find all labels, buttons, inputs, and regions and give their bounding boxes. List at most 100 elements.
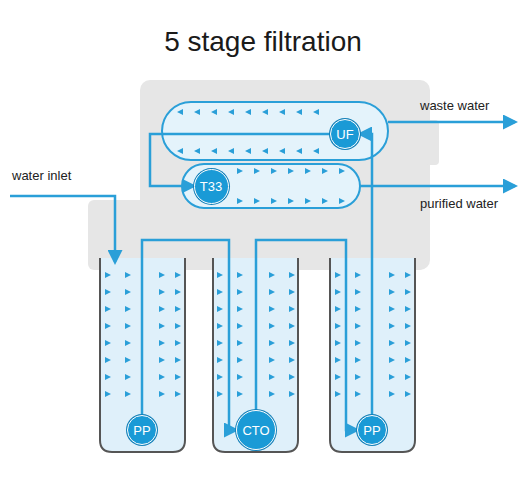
flow-arrow	[322, 198, 328, 204]
stage-badge: PP	[357, 415, 387, 445]
flow-arrow	[389, 289, 395, 295]
flow-arrow	[194, 109, 200, 115]
flow-arrow	[322, 168, 328, 174]
flow-arrow	[159, 391, 165, 397]
flow-arrow	[125, 272, 131, 278]
flow-arrow	[355, 357, 361, 363]
flow-arrow	[105, 306, 111, 312]
flow-arrow	[175, 357, 181, 363]
flow-arrow	[269, 272, 275, 278]
flow-arrow	[217, 340, 223, 346]
flow-arrow	[125, 289, 131, 295]
flow-arrow	[355, 272, 361, 278]
flow-arrow	[217, 323, 223, 329]
flow-arrow	[355, 374, 361, 380]
flow-arrow	[217, 272, 223, 278]
flow-arrow	[335, 306, 341, 312]
flow-arrow	[254, 198, 260, 204]
flow-arrow	[175, 289, 181, 295]
flow-arrow	[125, 374, 131, 380]
flow-arrow	[245, 109, 251, 115]
outlet-pipe	[360, 185, 515, 188]
flow-arrow	[228, 148, 234, 154]
flow-arrow	[177, 148, 183, 154]
flow-arrow	[237, 306, 243, 312]
stage-badge: CTO	[236, 410, 276, 450]
flow-arrow	[288, 168, 294, 174]
flow-arrow	[389, 323, 395, 329]
flow-arrow	[289, 323, 295, 329]
water-pipe	[360, 134, 372, 415]
flow-arrow	[105, 272, 111, 278]
flow-arrow	[405, 391, 411, 397]
flow-arrow	[289, 391, 295, 397]
flow-arrow	[405, 374, 411, 380]
flow-arrow	[296, 109, 302, 115]
flow-arrow	[237, 391, 243, 397]
flow-arrow	[269, 391, 275, 397]
flow-arrow	[335, 357, 341, 363]
flow-arrow	[389, 391, 395, 397]
t33-housing	[182, 164, 360, 208]
flow-arrow	[228, 109, 234, 115]
flow-arrow	[217, 289, 223, 295]
flow-arrow	[313, 148, 319, 154]
flow-arrow	[335, 340, 341, 346]
flow-arrow	[105, 289, 111, 295]
flow-label: purified water	[420, 196, 498, 211]
flow-arrow	[305, 198, 311, 204]
flow-arrow	[271, 168, 277, 174]
flow-arrow	[175, 306, 181, 312]
flow-arrow	[175, 374, 181, 380]
stage-badge: T33	[194, 169, 229, 204]
flow-arrow	[175, 391, 181, 397]
flow-arrow	[289, 289, 295, 295]
flow-arrow	[159, 374, 165, 380]
flow-arrow	[269, 323, 275, 329]
flow-arrow	[194, 148, 200, 154]
flow-arrow	[389, 272, 395, 278]
flow-arrow	[289, 272, 295, 278]
flow-label: water inlet	[12, 168, 71, 183]
title: 5 stage filtration	[0, 26, 526, 58]
stage-badge: PP	[127, 415, 157, 445]
flow-arrows	[105, 109, 411, 397]
flow-arrow	[237, 323, 243, 329]
flow-arrow	[405, 306, 411, 312]
flow-arrow	[175, 323, 181, 329]
flow-arrow	[237, 272, 243, 278]
flow-arrow	[335, 374, 341, 380]
flow-arrow	[237, 289, 243, 295]
stage-name: T33	[200, 179, 222, 194]
flow-arrow	[175, 340, 181, 346]
flow-arrow	[269, 306, 275, 312]
flow-arrow	[245, 148, 251, 154]
flow-arrow	[105, 340, 111, 346]
flow-arrow	[389, 306, 395, 312]
stage-name: CTO	[242, 423, 269, 438]
flow-arrow	[159, 357, 165, 363]
flow-label: waste water	[420, 98, 489, 113]
flow-arrow	[335, 289, 341, 295]
flow-arrow	[237, 357, 243, 363]
filter-cartridge	[100, 258, 415, 452]
flow-arrow	[125, 340, 131, 346]
flow-arrow	[237, 374, 243, 380]
flow-arrow	[271, 198, 277, 204]
flow-arrow	[405, 289, 411, 295]
flow-arrow	[335, 272, 341, 278]
flow-arrow	[269, 374, 275, 380]
flow-arrow	[105, 391, 111, 397]
flow-arrow	[159, 272, 165, 278]
flow-arrow	[405, 357, 411, 363]
flow-arrow	[175, 272, 181, 278]
flow-arrow	[105, 374, 111, 380]
flow-arrow	[105, 357, 111, 363]
flow-arrow	[289, 340, 295, 346]
flow-arrow	[105, 323, 111, 329]
flow-arrow	[269, 289, 275, 295]
flow-arrow	[217, 391, 223, 397]
flow-arrow	[389, 340, 395, 346]
flow-arrow	[217, 374, 223, 380]
flow-arrow	[237, 168, 243, 174]
